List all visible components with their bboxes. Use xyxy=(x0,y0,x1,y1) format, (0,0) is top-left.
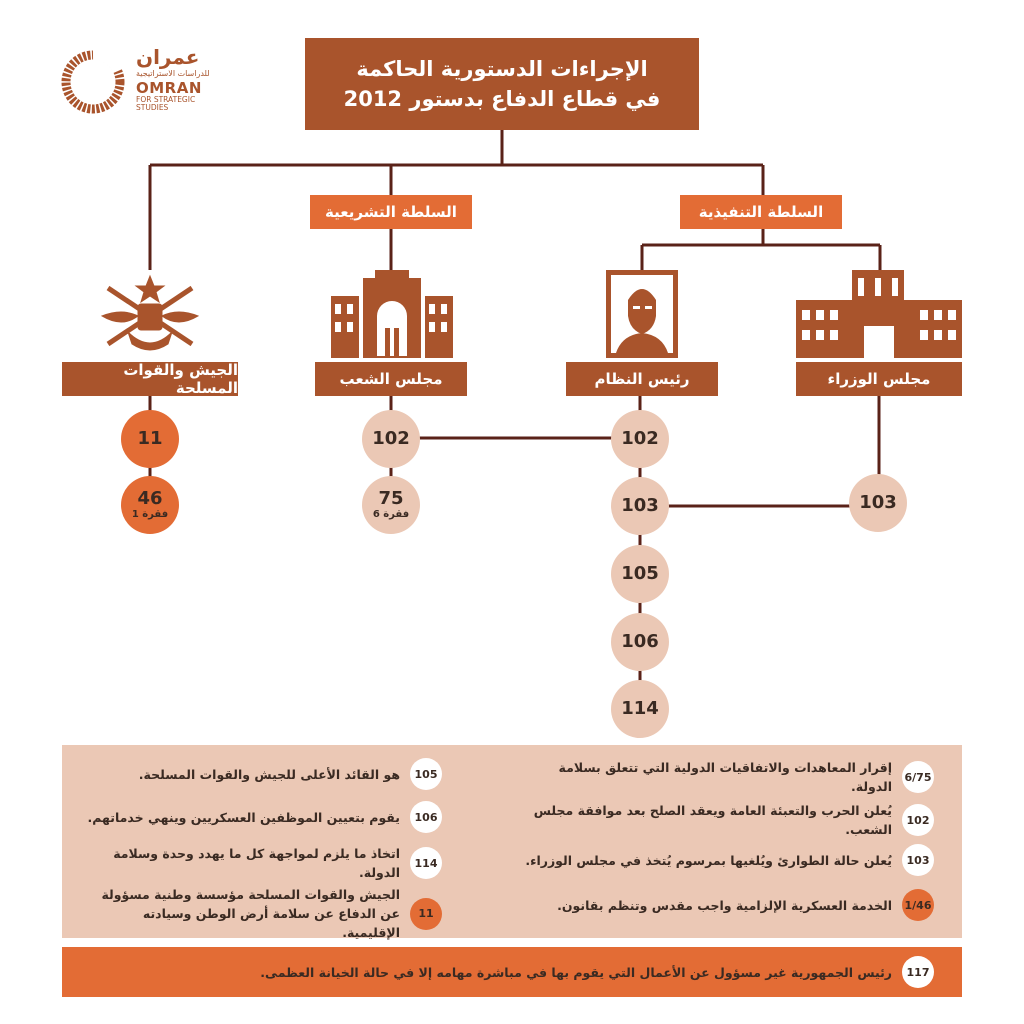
article-circle-president-103: 103 xyxy=(611,477,669,535)
legend-text: إقرار المعاهدات والاتفاقيات الدولية التي… xyxy=(558,760,892,794)
article-number: 105 xyxy=(621,563,659,584)
logo-arabic-name: عمران xyxy=(136,45,200,69)
article-circle-president-102: 102 xyxy=(611,410,669,468)
legend-row-11: 11 الجيش والقوات المسلحة مؤسسة وطنية مسؤ… xyxy=(80,885,442,942)
article-circle-parliament-102: 102 xyxy=(362,410,420,468)
ministers-building-icon xyxy=(796,270,962,358)
logo-arabic-sub: للدراسات الاستراتيجية xyxy=(136,69,210,78)
legend-panel xyxy=(62,745,962,938)
legend-badge: 1/46 xyxy=(902,889,934,921)
parliament-building-icon xyxy=(331,270,453,358)
legend-badge: 102 xyxy=(902,804,934,836)
article-number: 114 xyxy=(621,698,659,719)
article-number: 103 xyxy=(859,492,897,513)
article-circle-president-114: 114 xyxy=(611,680,669,738)
branch-executive: السلطة التنفيذية xyxy=(680,195,842,229)
logo: عمران للدراسات الاستراتيجية OMRAN FOR ST… xyxy=(60,45,210,117)
article-circle-president-106: 106 xyxy=(611,613,669,671)
legend-row-103: 103 يُعلن حالة الطوارئ ويُلغيها بمرسوم ي… xyxy=(514,844,934,876)
legend-text: اتخاذ ما يلزم لمواجهة كل ما يهدد وحدة وس… xyxy=(113,846,400,880)
legend-row-6-75: 6/75 إقرار المعاهدات والاتفاقيات الدولية… xyxy=(514,758,934,796)
legend-row-117: 117 رئيس الجمهورية غير مسؤول عن الأعمال … xyxy=(114,956,934,988)
entity-ministers: مجلس الوزراء xyxy=(796,362,962,396)
legend-text: هو القائد الأعلى للجيش والقوات المسلحة. xyxy=(138,766,400,782)
article-circle-army-11: 11 xyxy=(121,410,179,468)
article-number: 11 xyxy=(137,428,163,449)
branch-legislative: السلطة التشريعية xyxy=(310,195,472,229)
article-number: 102 xyxy=(621,428,659,449)
legend-badge: 11 xyxy=(410,897,442,930)
legend-row-1-46: 1/46 الخدمة العسكرية الإلزامية واجب مقدس… xyxy=(514,889,934,921)
article-paragraph: فقرة 6 xyxy=(372,509,410,520)
logo-english-sub2: STUDIES xyxy=(136,103,169,112)
logo-ring-icon xyxy=(61,49,125,114)
logo-english-name: OMRAN xyxy=(136,79,202,97)
title-line1: الإجراءات الدستورية الحاكمة xyxy=(356,57,648,81)
entity-president: رئيس النظام xyxy=(566,362,718,396)
article-number: 75 xyxy=(378,488,404,509)
legend-text: يُعلن الحرب والتعبئة العامة ويعقد الصلح … xyxy=(533,803,892,837)
entity-army: الجيش والقوات المسلحة xyxy=(62,361,238,397)
army-emblem-icon xyxy=(100,274,200,351)
title-line2: في قطاع الدفاع بدستور 2012 xyxy=(343,87,661,111)
legend-row-114: 114 اتخاذ ما يلزم لمواجهة كل ما يهدد وحد… xyxy=(80,844,442,882)
legend-badge: 114 xyxy=(410,847,442,879)
article-number: 103 xyxy=(621,495,659,516)
legend-text: يقوم بتعيين الموظفين العسكريين وينهي خدم… xyxy=(87,809,400,825)
article-circle-president-105: 105 xyxy=(611,545,669,603)
legend-row-106: 106 يقوم بتعيين الموظفين العسكريين وينهي… xyxy=(80,801,442,833)
legend-badge: 117 xyxy=(902,956,934,988)
legend-row-102: 102 يُعلن الحرب والتعبئة العامة ويعقد ال… xyxy=(514,801,934,839)
title-box: الإجراءات الدستورية الحاكمة في قطاع الدف… xyxy=(305,38,699,130)
legend-row-105: 105 هو القائد الأعلى للجيش والقوات المسل… xyxy=(80,758,442,790)
legend-badge: 106 xyxy=(410,801,442,833)
legend-badge: 6/75 xyxy=(902,761,934,793)
legend-text: يُعلن حالة الطوارئ ويُلغيها بمرسوم يُتخذ… xyxy=(525,852,892,868)
article-number: 106 xyxy=(621,631,659,652)
legend-badge: 105 xyxy=(410,758,442,790)
article-number: 46 xyxy=(137,488,163,509)
legend-text: رئيس الجمهورية غير مسؤول عن الأعمال التي… xyxy=(260,964,892,980)
president-portrait-icon xyxy=(606,270,678,358)
article-circle-ministers-103: 103 xyxy=(849,474,907,532)
article-paragraph: فقرة 1 xyxy=(131,509,169,520)
legend-text: الخدمة العسكرية الإلزامية واجب مقدس وتنظ… xyxy=(557,897,892,913)
legend-badge: 103 xyxy=(902,844,934,876)
article-number: 102 xyxy=(372,428,410,449)
legend-bottom-bar xyxy=(62,947,962,997)
logo-english-sub1: FOR STRATEGIC xyxy=(136,95,196,104)
legend-text: الجيش والقوات المسلحة مؤسسة وطنية مسؤولة… xyxy=(101,887,400,940)
entity-parliament: مجلس الشعب xyxy=(315,362,467,396)
